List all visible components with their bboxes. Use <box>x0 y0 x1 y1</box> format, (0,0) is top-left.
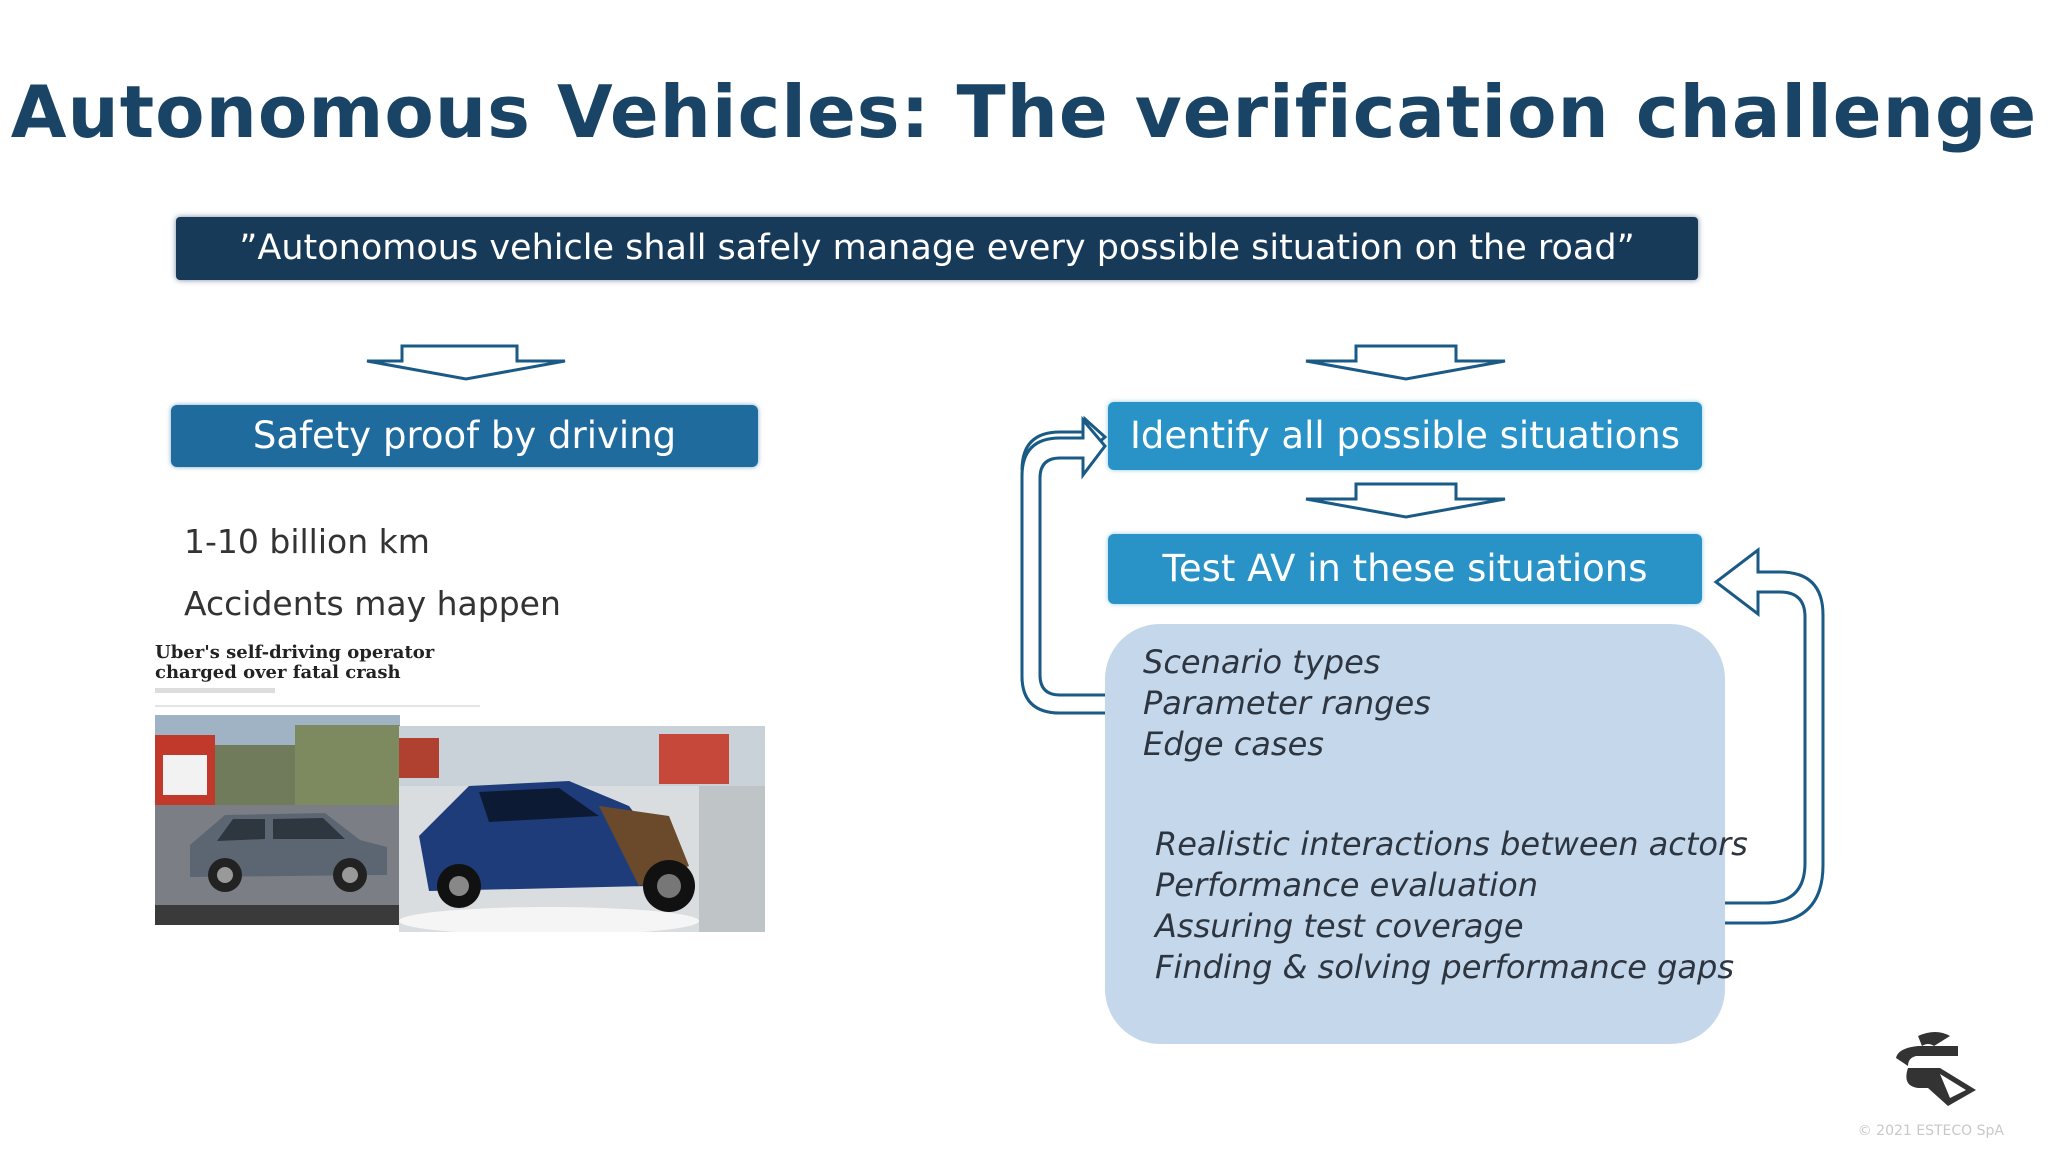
panel-item-performance-evaluation: Performance evaluation <box>1155 866 1538 904</box>
news-divider <box>155 705 480 707</box>
esteco-logo <box>1888 1028 1984 1108</box>
test-av-box: Test AV in these situations <box>1108 534 1702 604</box>
news-clipping: Uber's self-driving operator charged ove… <box>155 640 765 940</box>
down-arrow-icon <box>1305 482 1506 519</box>
panel-item-performance-gaps: Finding & solving performance gaps <box>1155 948 1734 986</box>
identify-situations-box: Identify all possible situations <box>1108 402 1702 470</box>
down-arrow-icon <box>366 344 566 381</box>
details-panel <box>1105 624 1725 1044</box>
down-arrow-icon <box>1305 344 1506 381</box>
loop-arrow-right-body <box>1677 546 1825 925</box>
panel-item-scenario-types: Scenario types <box>1143 643 1381 681</box>
esteco-logo-icon <box>1896 1032 1976 1106</box>
quote-banner: ”Autonomous vehicle shall safely manage … <box>176 217 1698 280</box>
panel-item-edge-cases: Edge cases <box>1143 725 1324 763</box>
news-headline: Uber's self-driving operator charged ove… <box>155 642 435 683</box>
panel-item-parameter-ranges: Parameter ranges <box>1143 684 1431 722</box>
accidents-text: Accidents may happen <box>184 584 561 623</box>
copyright-text: © 2021 ESTECO SpA <box>1857 1123 2004 1139</box>
safety-proof-heading: Safety proof by driving <box>171 405 758 467</box>
suv-photo-image <box>155 715 400 925</box>
suv-photo <box>155 715 400 925</box>
panel-item-realistic-interactions: Realistic interactions between actors <box>1155 825 1748 863</box>
panel-item-test-coverage: Assuring test coverage <box>1155 907 1524 945</box>
distance-text: 1-10 billion km <box>184 522 430 561</box>
crash-photo <box>399 726 765 932</box>
news-date-line <box>155 688 275 693</box>
slide-title: Autonomous Vehicles: The verification ch… <box>10 70 2038 154</box>
loop-arrow-left-body <box>1020 415 1132 715</box>
crash-photo-image <box>399 726 765 932</box>
